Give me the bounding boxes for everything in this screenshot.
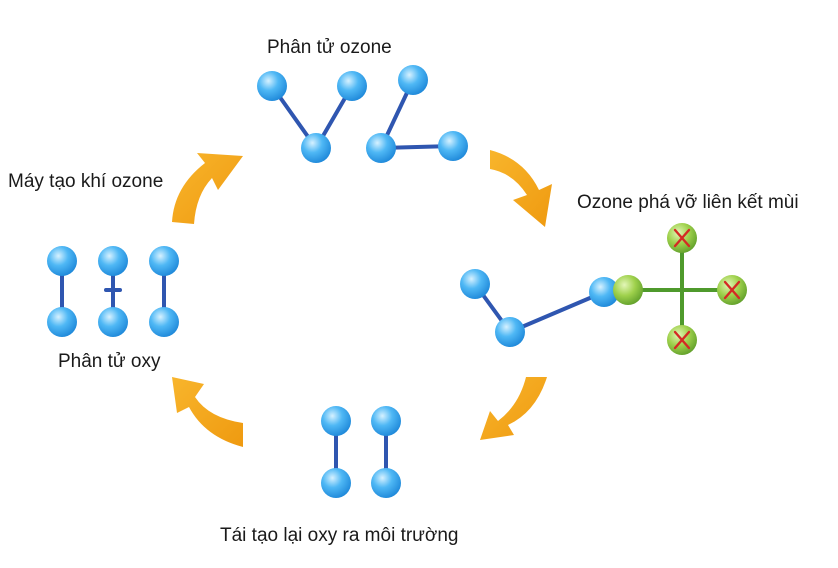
oxygen-atom-icon	[589, 277, 619, 307]
oxygen-atom-icon	[371, 406, 401, 436]
oxygen-atom-icon	[149, 307, 179, 337]
oxygen-atom-icon	[337, 71, 367, 101]
oxygen-atom-icon	[366, 133, 396, 163]
ozone-molecule-label: Phân tử ozone	[267, 37, 392, 58]
ozone-breaks-bonds-label: Ozone phá vỡ liên kết mùi	[577, 192, 799, 213]
orange-cycle-arrow-icon	[480, 377, 547, 440]
orange-cycle-arrow-icon	[490, 150, 552, 227]
regenerated-oxygen-group	[321, 406, 401, 498]
oxygen-molecule-group	[47, 246, 179, 337]
oxygen-atom-icon	[98, 307, 128, 337]
bond-line	[508, 290, 606, 334]
odor-atom-crossed-icon	[717, 275, 747, 305]
regenerate-oxygen-label: Tái tạo lại oxy ra môi trường	[220, 525, 459, 546]
oxygen-molecule-label: Phân tử oxy	[58, 351, 161, 372]
odor-atom-crossed-icon	[667, 325, 697, 355]
ozone-attack-group	[460, 223, 747, 355]
oxygen-atom-icon	[371, 468, 401, 498]
odor-atom-crossed-icon	[667, 223, 697, 253]
oxygen-atom-icon	[47, 246, 77, 276]
ozone-molecule-group	[257, 65, 468, 163]
orange-cycle-arrow-icon	[172, 377, 243, 447]
oxygen-atom-icon	[301, 133, 331, 163]
oxygen-atom-icon	[460, 269, 490, 299]
oxygen-atom-icon	[149, 246, 179, 276]
oxygen-atom-icon	[438, 131, 468, 161]
oxygen-atom-icon	[257, 71, 287, 101]
oxygen-atom-icon	[321, 406, 351, 436]
oxygen-atom-icon	[321, 468, 351, 498]
ozone-generator-label: Máy tạo khí ozone	[8, 171, 164, 192]
odor-atom-icon	[613, 275, 643, 305]
oxygen-atom-icon	[495, 317, 525, 347]
oxygen-atom-icon	[398, 65, 428, 95]
oxygen-atom-icon	[98, 246, 128, 276]
oxygen-atom-icon	[47, 307, 77, 337]
orange-cycle-arrow-icon	[172, 153, 243, 224]
